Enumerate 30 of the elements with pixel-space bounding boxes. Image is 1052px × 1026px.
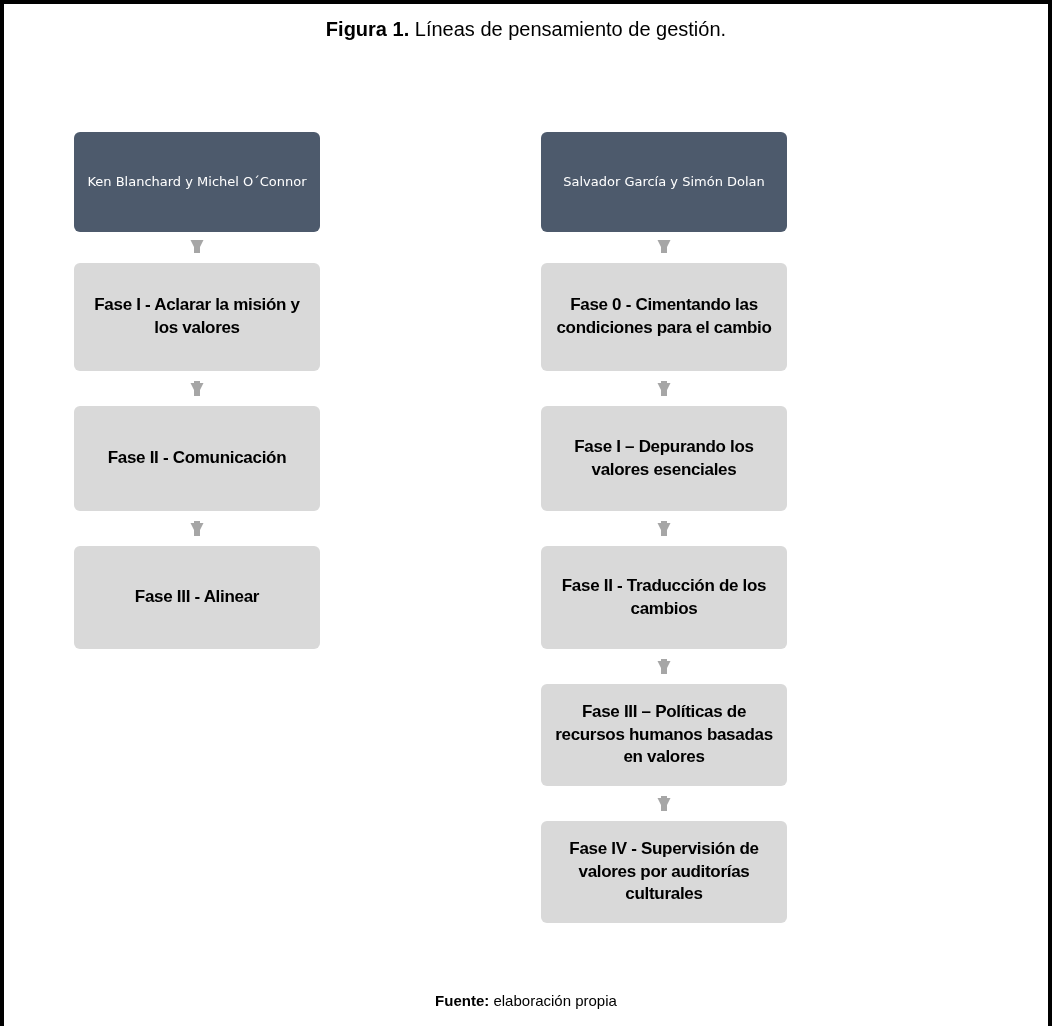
figure-title: Figura 1. Líneas de pensamiento de gestión. xyxy=(324,18,728,41)
arrow xyxy=(657,239,671,253)
arrow xyxy=(657,659,671,674)
arrow xyxy=(657,521,671,536)
phase-box xyxy=(74,546,320,649)
box-label: Fase III – Políticas de recursos humanos basadas en valores xyxy=(554,700,774,769)
source-caption: Fuente: elaboración propia xyxy=(434,992,618,1009)
box-label: Ken Blanchard y Michel O´Connor xyxy=(87,173,307,191)
box-label: Fase I – Depurando los valores esenciales xyxy=(573,435,755,481)
box-label: Fase IV - Supervisión de valores por auditorías culturales xyxy=(568,837,760,906)
arrow xyxy=(657,796,671,811)
arrow xyxy=(190,381,204,396)
phase-box xyxy=(541,406,787,511)
box-label: Fase I - Aclarar la misión y los valores xyxy=(93,294,301,339)
box-label: Fase II - Comunicación xyxy=(107,447,287,470)
box-label: Fase II - Traducción de los cambios xyxy=(560,574,768,620)
arrow xyxy=(190,239,204,253)
phase-box xyxy=(74,263,320,371)
box-label: Salvador García y Simón Dolan xyxy=(563,173,765,191)
header-box xyxy=(541,132,787,232)
phase-box xyxy=(74,406,320,511)
phase-box xyxy=(541,821,787,923)
box-label: Fase 0 - Cimentando las condiciones para el cambio xyxy=(555,294,773,339)
arrow xyxy=(190,521,204,536)
header-box xyxy=(74,132,320,232)
phase-box xyxy=(541,684,787,786)
phase-box xyxy=(541,263,787,371)
box-label: Fase III - Alinear xyxy=(134,586,260,609)
phase-box xyxy=(541,546,787,649)
arrow xyxy=(657,381,671,396)
